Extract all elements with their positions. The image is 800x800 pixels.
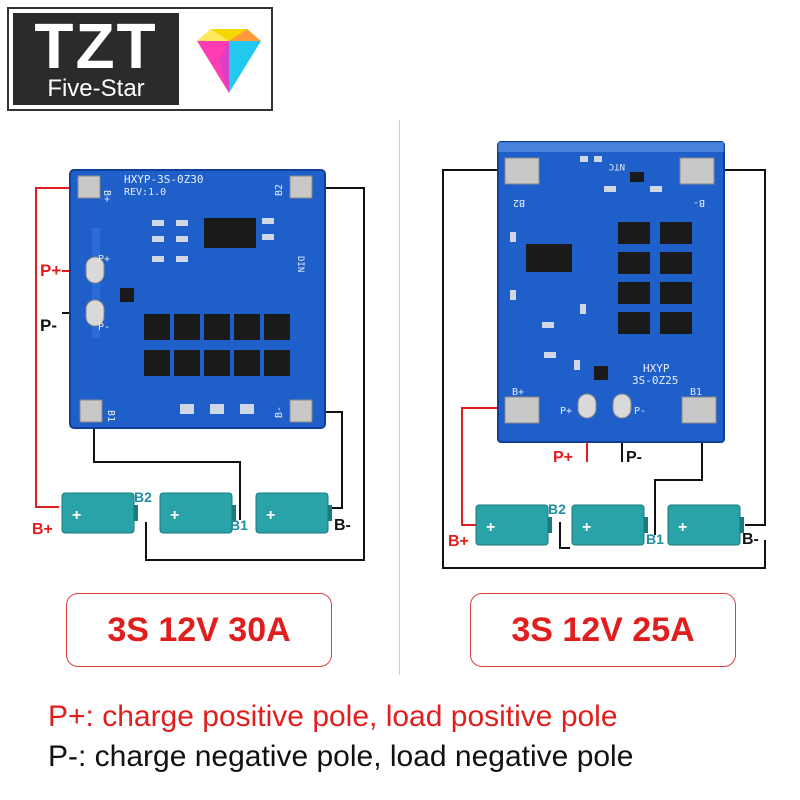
left-pad-label-p-minus: P-	[98, 322, 110, 333]
right-label-p-plus: P+	[553, 449, 573, 466]
right-pad-label-b2: B2	[513, 197, 525, 208]
left-wire-b-plus	[35, 187, 79, 508]
right-board-title-2: 3S-0Z25	[632, 374, 678, 387]
left-controller-chip	[204, 218, 256, 248]
brand-logo: TZT Five-Star	[7, 7, 273, 111]
left-pcb	[69, 169, 326, 429]
left-pad-b-minus	[289, 399, 313, 423]
right-pad-b1	[681, 396, 717, 424]
left-battery-1-plus: +	[72, 507, 81, 524]
left-battery-3-plus: +	[266, 507, 275, 524]
left-label-p-plus: P+	[40, 261, 61, 280]
left-spec-box: 3S 12V 30A	[66, 593, 332, 667]
left-diagram: HXYP-3S-0Z30 REV:1.0 B+ B2 B1 B- P+ P- D…	[32, 169, 365, 561]
left-battery-label-b-minus: B-	[334, 517, 351, 534]
right-battery-label-b-plus: B+	[448, 533, 469, 550]
panel-divider	[399, 120, 400, 675]
right-ntc-label: NTC	[609, 161, 625, 171]
right-diagram: HXYP 3S-0Z25 NTC B2 B- B+ B1 P+ P- P+ P-…	[442, 141, 766, 569]
right-wire-b-minus	[710, 169, 766, 526]
left-battery-label-b-plus: B+	[32, 521, 53, 538]
right-pad-label-p-plus: P+	[560, 406, 572, 417]
left-wire-b1	[93, 412, 241, 520]
right-controller-chip	[526, 244, 572, 272]
left-pad-b1	[79, 399, 103, 423]
right-pad-label-b-minus: B-	[693, 197, 705, 208]
legend-p-minus: P-: charge negative pole, load negative …	[48, 740, 634, 773]
logo-dark-panel: TZT Five-Star	[13, 10, 179, 105]
right-label-p-minus: P-	[626, 449, 642, 466]
left-pad-label-b-plus: B+	[101, 190, 112, 202]
left-label-p-minus: P-	[40, 316, 57, 335]
logo-sub-text: Five-Star	[47, 75, 145, 102]
left-pad-label-p-plus: P+	[98, 254, 110, 265]
right-battery-2-plus: +	[582, 519, 591, 536]
right-spec-box: 3S 12V 25A	[470, 593, 736, 667]
right-pad-b-minus	[679, 157, 715, 185]
left-wire-series	[145, 522, 365, 561]
right-pad-label-b-plus: B+	[512, 387, 524, 398]
left-pad-b-plus	[77, 175, 101, 199]
right-battery-1-plus: +	[486, 519, 495, 536]
right-battery-label-b2: B2	[548, 501, 566, 517]
right-wire-b2	[442, 169, 766, 569]
left-pad-label-b1: B1	[105, 410, 116, 422]
right-battery-3-plus: +	[678, 519, 687, 536]
right-battery-label-b1: B1	[646, 531, 664, 547]
right-pad-label-b1: B1	[690, 387, 702, 398]
right-wire-b-plus	[461, 407, 506, 526]
left-board-rev: REV:1.0	[124, 187, 166, 198]
left-battery-label-b1: B1	[230, 517, 248, 533]
right-wire-series	[559, 522, 570, 549]
right-wire-b1	[654, 410, 703, 535]
right-spec-text: 3S 12V 25A	[511, 610, 695, 649]
left-pad-p-minus	[85, 299, 105, 327]
left-board-title: HXYP-3S-0Z30	[124, 173, 203, 186]
left-pad-p-plus	[85, 256, 105, 284]
left-battery-label-b2: B2	[134, 489, 152, 505]
left-spec-text: 3S 12V 30A	[107, 610, 291, 649]
right-pad-label-p-minus: P-	[634, 406, 646, 417]
logo-main-text: TZT	[34, 10, 158, 82]
right-pad-p-plus	[577, 393, 597, 419]
right-pad-b-plus	[504, 396, 540, 424]
left-pad-label-b2: B2	[274, 184, 285, 196]
left-pad-b2	[289, 175, 313, 199]
diamond-icon	[197, 29, 261, 93]
legend-p-plus: P+: charge positive pole, load positive …	[48, 700, 618, 733]
left-pad-label-b-minus: B-	[274, 406, 285, 418]
right-board-title-1: HXYP	[643, 362, 670, 375]
left-din-label: DIN	[295, 256, 305, 272]
right-pad-b2	[504, 157, 540, 185]
right-battery-label-b-minus: B-	[742, 531, 759, 548]
left-battery-2-plus: +	[170, 507, 179, 524]
right-pad-p-minus	[612, 393, 632, 419]
